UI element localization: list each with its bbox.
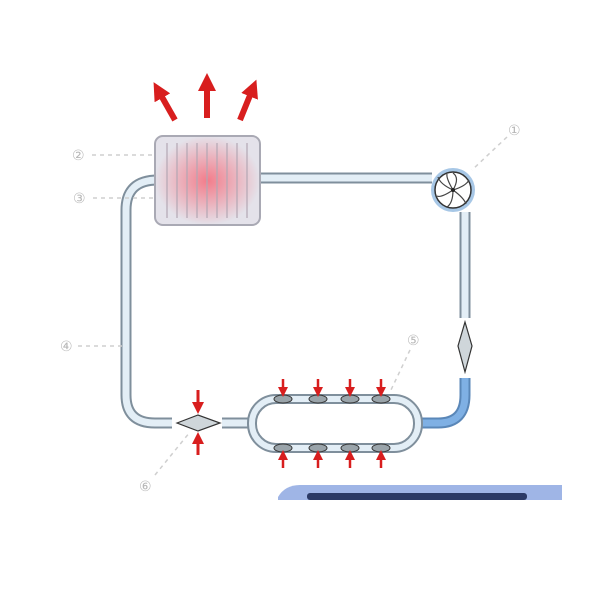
check-valve [457,319,473,375]
label-compressor: ① [508,123,521,139]
label-pipe: ④ [60,339,73,355]
heat-arrows [153,73,258,122]
condenser-radiator [154,135,261,226]
label-condenser-upper: ② [72,148,85,164]
heat-arrow-icon [237,79,258,122]
bottom-panel [278,485,562,500]
callouts: ① ② ③ ④ ⑤ ⑥ [60,123,521,495]
label-expansion-valve: ⑥ [139,479,152,495]
expansion-valve [175,390,222,455]
pipe-loop [120,172,471,429]
compressor-fan-icon [431,168,475,212]
label-evaporator: ⑤ [407,333,420,349]
heat-arrow-icon [153,82,178,122]
label-condenser-lower: ③ [73,191,86,207]
evaporator [247,379,423,468]
